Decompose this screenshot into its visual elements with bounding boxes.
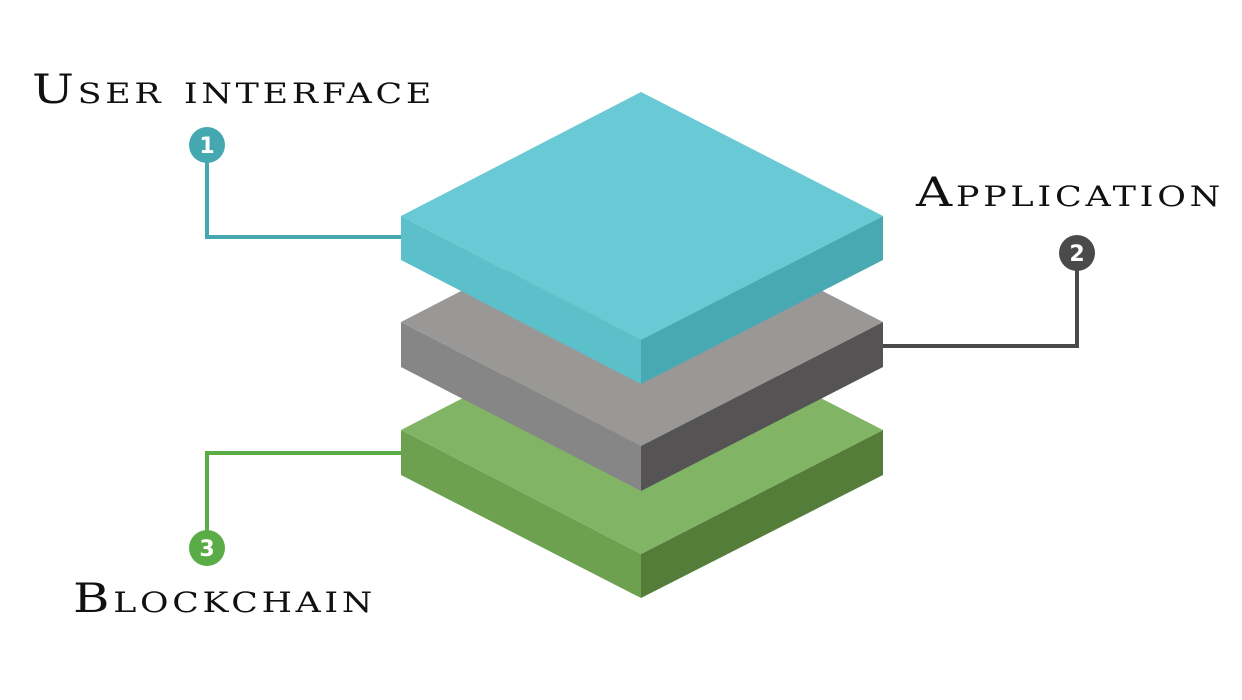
label-application: Application xyxy=(915,170,1224,216)
number-badge-1 xyxy=(189,127,225,163)
blockchain-left-side xyxy=(401,430,641,598)
badge-number-1: 1 xyxy=(199,134,214,159)
leader-line-1 xyxy=(205,160,401,239)
blockchain-right-side xyxy=(641,430,883,598)
application-right-side xyxy=(641,322,883,491)
ui-left-side xyxy=(401,216,641,384)
callout-user-interface: 1 User interface xyxy=(32,67,435,239)
callout-application: 2 Application xyxy=(883,170,1224,348)
number-badge-3 xyxy=(189,530,225,566)
badge-number-2: 2 xyxy=(1069,242,1084,267)
layer-user-interface xyxy=(401,92,883,384)
leader-line-2 xyxy=(883,268,1079,348)
label-blockchain: Blockchain xyxy=(73,576,376,622)
ui-top-face xyxy=(401,92,883,340)
badge-number-3: 3 xyxy=(199,537,214,562)
application-left-side xyxy=(401,322,641,491)
number-badge-2 xyxy=(1059,235,1095,271)
ui-right-side xyxy=(641,216,883,384)
callout-blockchain: 3 Blockchain xyxy=(73,451,401,622)
leader-line-3 xyxy=(205,451,401,533)
label-user-interface: User interface xyxy=(32,67,435,113)
